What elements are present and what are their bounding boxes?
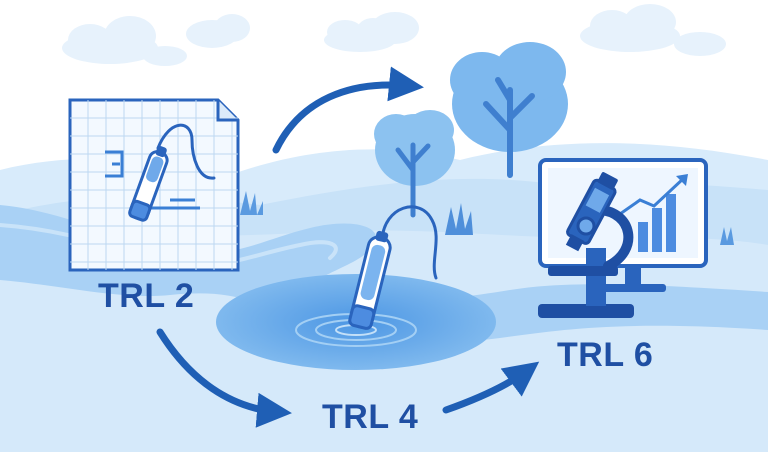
microscope-monitor-icon (538, 158, 708, 318)
cloud-icon (186, 14, 250, 48)
arrow-icon (442, 361, 540, 414)
tree-icon (374, 110, 455, 218)
progress-arrows (156, 66, 540, 428)
cloud-icon (324, 12, 419, 52)
cloud-icon (62, 16, 187, 66)
blueprint-sensor-icon (68, 98, 240, 272)
sensor-in-pond-icon (348, 205, 438, 330)
stage-label-trl-6: TRL 6 (557, 336, 654, 374)
clouds (62, 4, 726, 66)
arrow-icon (156, 328, 292, 428)
tree-icon (450, 42, 568, 178)
stage-label-trl-4: TRL 4 (322, 398, 419, 436)
arrow-icon (272, 66, 424, 154)
cloud-icon (580, 4, 726, 56)
stage-label-trl-2: TRL 2 (98, 277, 195, 315)
